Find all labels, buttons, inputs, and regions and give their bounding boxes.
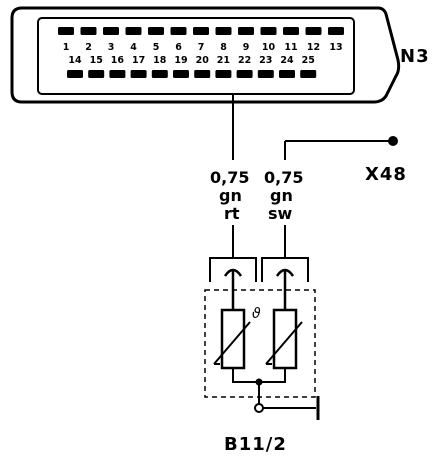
pin-label-20: 20	[196, 55, 210, 66]
pin-label-24: 24	[280, 55, 294, 66]
pin-slot-14	[67, 70, 83, 78]
pin-label-4: 4	[130, 42, 137, 53]
pin-slot-13	[328, 27, 344, 35]
wire-2-gauge: 0,75	[264, 168, 303, 187]
pin-slot-7	[193, 27, 209, 35]
pin-label-12: 12	[307, 42, 320, 53]
pin-label-11: 11	[284, 42, 297, 53]
pin-label-23: 23	[259, 55, 272, 66]
pin-label-19: 19	[174, 55, 187, 66]
x48-junction-dot	[388, 136, 398, 146]
pins-bottom-row: 14 15 16 17 18 19 20 21 22 23 24 25	[67, 55, 317, 78]
pin-slot-16	[109, 70, 126, 78]
pin-slot-19	[173, 70, 189, 78]
pin-label-2: 2	[85, 42, 92, 53]
pin-label-7: 7	[198, 42, 205, 53]
pin-slot-8	[215, 27, 232, 35]
pin-slot-23	[257, 70, 274, 78]
x48-label: X48	[365, 164, 407, 185]
sensor-plug-frame	[209, 257, 309, 282]
pin-slot-15	[88, 70, 105, 78]
sensor-b11-2: ϑ	[204, 257, 320, 420]
pin-label-10: 10	[262, 42, 276, 53]
pin-label-8: 8	[220, 42, 227, 53]
ground-terminal	[254, 403, 264, 413]
pin-slot-17	[130, 70, 147, 78]
pin-label-16: 16	[111, 55, 125, 66]
pin-slot-11	[283, 27, 299, 35]
ntc-resistor-1	[220, 308, 246, 370]
pin-label-6: 6	[175, 42, 182, 53]
pin-label-18: 18	[153, 55, 167, 66]
wire-2-color1: gn	[270, 186, 293, 205]
pin-slot-5	[148, 27, 164, 35]
pin-label-13: 13	[329, 42, 342, 53]
pin-slot-18	[151, 70, 168, 78]
pin-label-5: 5	[153, 42, 160, 53]
pin-slot-2	[80, 27, 97, 35]
pin-slot-3	[103, 27, 119, 35]
sensor-label: B11/2	[224, 434, 287, 455]
wire-1-color2: rt	[224, 204, 240, 223]
pin-slot-25	[300, 70, 317, 78]
pin-label-1: 1	[63, 42, 70, 53]
pin-label-15: 15	[90, 55, 103, 66]
wire-1-gauge: 0,75	[210, 168, 249, 187]
pin-slot-10	[260, 27, 277, 35]
wire-2-color2: sw	[268, 204, 293, 223]
pin-slot-21	[215, 70, 232, 78]
pin-label-9: 9	[243, 42, 250, 53]
pin-slot-4	[125, 27, 142, 35]
ntc-resistor-2-slash	[265, 321, 303, 365]
pin-slot-9	[238, 27, 254, 35]
connector-label: N3	[400, 46, 430, 67]
pin-label-25: 25	[302, 55, 315, 66]
pin-slot-1	[58, 27, 74, 35]
pin-slot-6	[170, 27, 187, 35]
wire-1-color1: gn	[219, 186, 242, 205]
pin-label-17: 17	[132, 55, 145, 66]
pin-label-21: 21	[217, 55, 230, 66]
temperature-symbol: ϑ	[252, 306, 261, 322]
pin-label-14: 14	[68, 55, 82, 66]
pin-label-22: 22	[238, 55, 251, 66]
connector-housing	[10, 6, 401, 104]
ntc-resistor-2	[272, 308, 298, 370]
ntc-resistor-1-slash	[213, 321, 251, 365]
pin-slot-24	[279, 70, 295, 78]
pin-slot-20	[194, 70, 211, 78]
pin-label-3: 3	[108, 42, 115, 53]
pin-slot-22	[236, 70, 253, 78]
pin-slot-12	[305, 27, 322, 35]
connector-inner-frame	[37, 17, 355, 95]
